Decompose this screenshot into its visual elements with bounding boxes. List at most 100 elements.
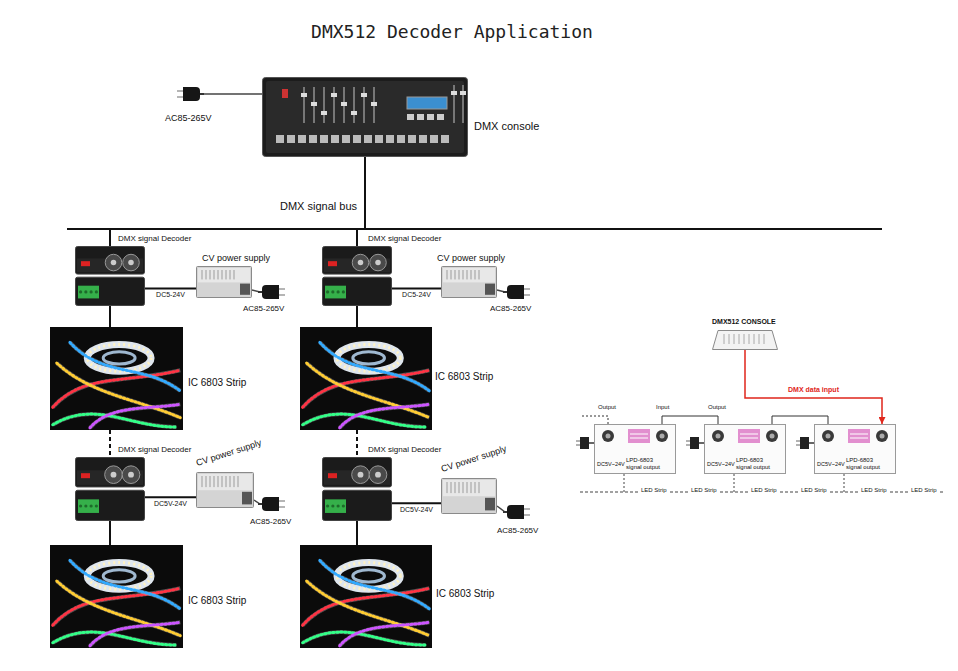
dmx-decoder-drawing (75, 457, 145, 521)
plug-prong (576, 440, 580, 442)
mini-socket (822, 430, 834, 442)
edge-label: DC5V-24V (399, 506, 434, 514)
port-label: Output (598, 404, 616, 411)
xlr-pin (375, 260, 381, 266)
plug-body (580, 437, 589, 449)
mains-plug (503, 505, 530, 519)
node-label: DMX512 CONSOLE (712, 318, 776, 326)
decoder-top-case (76, 458, 145, 487)
terminal-screw (79, 290, 82, 293)
vent-slot (451, 270, 452, 279)
led-dots (303, 414, 426, 427)
vent-slot (214, 476, 215, 487)
fader-slot (303, 87, 305, 123)
voltage-label: DC5V~24V (597, 461, 625, 467)
connector (356, 306, 358, 327)
led-strip-photo-drawing (50, 327, 183, 430)
psu-top (443, 268, 495, 282)
strip-label: LED Strip (640, 487, 668, 494)
vent-slot (222, 476, 223, 487)
reel-hub (103, 352, 135, 364)
plug-prong (686, 444, 690, 446)
node-label: DMX signal Decoder (118, 445, 191, 454)
master-slot (462, 85, 464, 123)
power-supply: CV power supply (441, 478, 497, 514)
terminal-screw (84, 504, 87, 507)
plug-prong (686, 440, 690, 442)
connector (745, 350, 882, 424)
terminal-screw (326, 290, 329, 293)
dmx-decoder-drawing (322, 457, 392, 521)
connector (392, 502, 441, 504)
node-label: DMX signal Decoder (368, 234, 441, 243)
voltage-label: AC85-265V (250, 517, 291, 526)
edge-label: DC5-24V (155, 291, 186, 299)
power-cord (589, 442, 594, 444)
fader-knob (331, 93, 337, 97)
strip-base (57, 363, 181, 418)
plug-prong (796, 440, 800, 442)
photo-ground (50, 327, 183, 430)
power-cord (699, 442, 704, 444)
power-cord (809, 442, 814, 444)
decoder-bottom-case (76, 490, 145, 520)
mini-socket-pin (606, 434, 611, 439)
decoder-bottom-case (76, 277, 145, 305)
decoder-bottom-case (323, 277, 392, 305)
console-outline (713, 331, 778, 350)
dmx-decoder: DMX signal Decoder (322, 457, 392, 521)
vent-slot (222, 270, 223, 279)
strip-label: LED Strip (860, 487, 888, 494)
strip-base (320, 342, 430, 391)
fader-knob (341, 102, 347, 106)
power-switch (282, 89, 288, 98)
connector (356, 430, 358, 457)
node-label: CV power supply (440, 443, 508, 474)
terminal-screw (331, 290, 334, 293)
power-supply-drawing (196, 266, 252, 298)
led-strip-photo: IC 6803 Strip (50, 327, 183, 430)
node-label: LPD-6803 signal output (736, 457, 780, 470)
led-dots (307, 581, 430, 636)
status-led (328, 261, 337, 266)
master-slot (453, 85, 455, 123)
xlr-pin (128, 472, 134, 478)
dmx-decoder: DMX signal Decoder (75, 246, 145, 306)
led-dots (53, 414, 177, 427)
fader-knob (321, 111, 327, 115)
plug-prong (796, 444, 800, 446)
xlr-pin (128, 260, 134, 266)
xlr-socket (352, 466, 370, 484)
flash-button (276, 135, 284, 143)
status-led (81, 261, 90, 266)
dmx-decoder-drawing (322, 246, 392, 306)
mini-socket-pin (716, 434, 721, 439)
flash-button (309, 135, 317, 143)
node-label: DMX console (474, 120, 539, 133)
node-label: IC 6803 Strip (435, 371, 493, 383)
vent-slot (218, 476, 219, 487)
vent-slot (226, 270, 227, 279)
vent-slot (206, 270, 207, 279)
terminal-screw (90, 504, 93, 507)
xlr-socket (123, 254, 140, 271)
xlr-pin (375, 472, 381, 478)
mini-plate-line (850, 434, 868, 435)
photo-ground (300, 327, 432, 430)
vent-slot (238, 476, 239, 487)
mini-plate-line (740, 438, 758, 439)
mini-fader (724, 334, 725, 344)
mini-socket (766, 430, 778, 442)
xlr-pin (111, 260, 117, 266)
connector (356, 521, 358, 545)
xlr-socket (105, 466, 123, 484)
fader-slot (333, 87, 335, 123)
mini-socket (876, 430, 888, 442)
terminal-block (78, 286, 99, 299)
led-dots (90, 404, 180, 428)
plug-body (800, 437, 809, 449)
connector (145, 287, 196, 289)
mini-fader (744, 334, 745, 344)
connector (109, 430, 111, 457)
vent-slot (218, 270, 219, 279)
